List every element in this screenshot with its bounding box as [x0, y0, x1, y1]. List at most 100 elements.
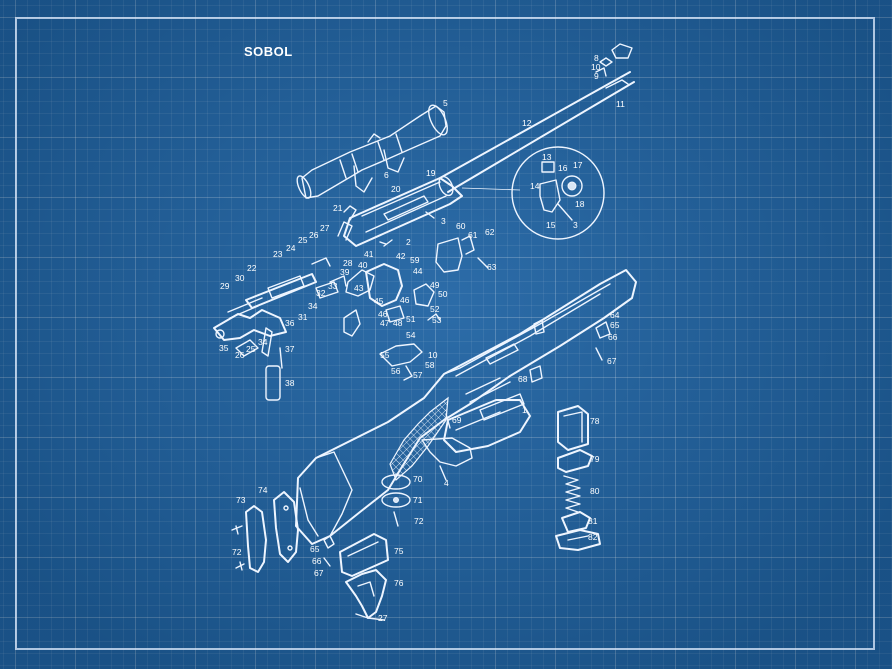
- part-label: 76: [394, 578, 404, 588]
- part-label: 46: [378, 309, 388, 319]
- part-label: 62: [485, 227, 495, 237]
- part-label: 26: [235, 350, 245, 360]
- part-label: 68: [518, 374, 528, 384]
- part-label: 72: [414, 516, 424, 526]
- part-label: 17: [573, 160, 583, 170]
- part-label: 81: [588, 516, 598, 526]
- barrel-receiver-drawing: [343, 71, 635, 247]
- part-label: 48: [393, 318, 403, 328]
- part-label: 80: [590, 486, 600, 496]
- part-label: 59: [410, 255, 420, 265]
- diagram-title: SOBOL: [244, 44, 293, 59]
- part-label: 8: [594, 53, 599, 63]
- part-label: 63: [487, 262, 497, 272]
- part-label: 1: [522, 405, 527, 415]
- part-label: 43: [354, 283, 364, 293]
- part-label: 54: [406, 330, 416, 340]
- part-label: 41: [364, 249, 374, 259]
- trigger-guard-drawing: [339, 533, 389, 621]
- part-label: 10: [428, 350, 438, 360]
- detail-circle: [511, 146, 605, 240]
- part-label: 73: [236, 495, 246, 505]
- part-label: 51: [406, 314, 416, 324]
- scope-drawing: [296, 104, 448, 199]
- part-label: 31: [298, 312, 308, 322]
- part-label: 42: [396, 251, 406, 261]
- part-label: 79: [590, 454, 600, 464]
- part-label: 74: [258, 485, 268, 495]
- part-label: 66: [608, 332, 618, 342]
- part-label: 78: [590, 416, 600, 426]
- part-label: 23: [273, 249, 283, 259]
- part-label: 44: [413, 266, 423, 276]
- part-label: 49: [430, 280, 440, 290]
- part-label: 50: [438, 289, 448, 299]
- part-label: 5: [443, 98, 448, 108]
- stock-drawing: [295, 269, 637, 545]
- part-label: 34: [308, 301, 318, 311]
- part-label: 10: [591, 62, 601, 72]
- part-label: 13: [542, 152, 552, 162]
- part-label: 36: [285, 318, 295, 328]
- part-label: 67: [607, 356, 617, 366]
- part-label: 37: [285, 344, 295, 354]
- part-label: 53: [432, 315, 442, 325]
- part-label: 46: [400, 295, 410, 305]
- part-label: 40: [358, 260, 368, 270]
- part-label: 12: [522, 118, 532, 128]
- part-label: 34: [258, 337, 268, 347]
- part-label: 6: [384, 170, 389, 180]
- blueprint-frame: [15, 17, 875, 650]
- part-label: 11: [616, 99, 625, 109]
- part-label: 70: [413, 474, 423, 484]
- part-label: 15: [546, 220, 556, 230]
- part-label: 28: [343, 258, 353, 268]
- part-label: 64: [610, 310, 620, 320]
- part-label: 57: [413, 370, 423, 380]
- part-label: 39: [340, 267, 350, 277]
- part-label: 22: [247, 263, 257, 273]
- part-label: 65: [610, 320, 620, 330]
- part-label: 69: [452, 415, 462, 425]
- part-label: 21: [333, 203, 343, 213]
- part-label: 56: [391, 366, 401, 376]
- part-label: 2: [406, 237, 411, 247]
- part-label: 47: [380, 318, 390, 328]
- part-label: 33: [328, 281, 338, 291]
- part-label: 19: [426, 168, 436, 178]
- magazine-drawing: [555, 405, 601, 551]
- part-label: 18: [575, 199, 585, 209]
- part-label: 27: [378, 613, 388, 623]
- bolt-assembly-drawing: [213, 205, 435, 401]
- part-label: 38: [285, 378, 295, 388]
- part-label: 52: [430, 304, 440, 314]
- part-label: 26: [309, 230, 319, 240]
- part-labels: 1 2 3 3 4 5 6 8 9 10 10 11 12 13 14 15 1…: [219, 53, 625, 623]
- part-label: 29: [220, 281, 230, 291]
- part-label: 4: [444, 478, 449, 488]
- part-label: 14: [530, 181, 540, 191]
- part-label: 55: [380, 350, 390, 360]
- part-label: 24: [286, 243, 296, 253]
- part-label: 16: [558, 163, 568, 173]
- part-label: 32: [316, 288, 326, 298]
- part-label: 3: [573, 220, 578, 230]
- buttplate-drawing: [231, 413, 451, 573]
- part-label: 27: [320, 223, 330, 233]
- part-label: 45: [374, 296, 384, 306]
- part-label: 58: [425, 360, 435, 370]
- part-label: 61: [468, 230, 478, 240]
- part-label: 71: [413, 495, 423, 505]
- part-label: 82: [588, 532, 598, 542]
- part-label: 3: [441, 216, 446, 226]
- part-label: 25: [298, 235, 308, 245]
- part-label: 66: [312, 556, 322, 566]
- part-label: 72: [232, 547, 242, 557]
- part-label: 25: [246, 344, 256, 354]
- part-label: 35: [219, 343, 229, 353]
- part-label: 75: [394, 546, 404, 556]
- part-label: 60: [456, 221, 466, 231]
- part-label: 65: [310, 544, 320, 554]
